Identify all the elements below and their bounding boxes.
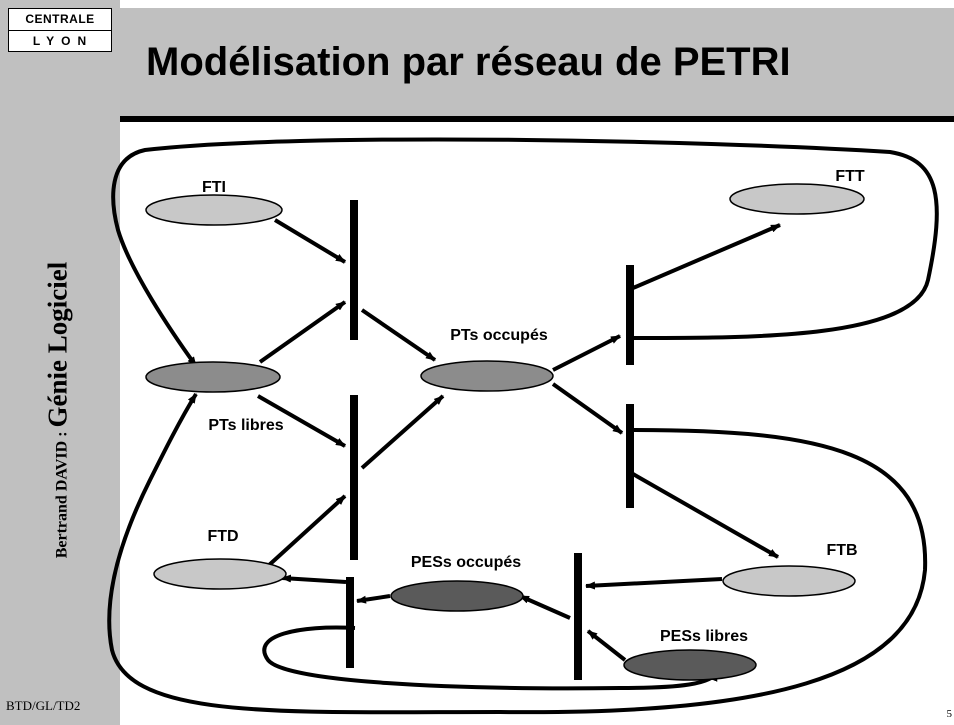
arc-ptsoccupes-t3 xyxy=(552,334,621,372)
label-pts-libres: PTs libres xyxy=(208,417,283,434)
label-pts-occupes: PTs occupés xyxy=(450,327,548,344)
arc-ptslibres-t2 xyxy=(257,394,346,448)
logo-line-1: CENTRALE xyxy=(9,9,111,31)
label-ftt: FTT xyxy=(835,168,865,185)
page-title: Modélisation par réseau de PETRI xyxy=(146,40,791,84)
arc-ptsoccupes-t4 xyxy=(551,382,624,435)
place-pess-occupes xyxy=(390,580,524,612)
title-bar xyxy=(120,8,954,122)
arc-t2-ptsoccupes xyxy=(360,394,445,470)
outer-loop-arc xyxy=(111,137,939,368)
place-ftb xyxy=(722,565,856,597)
label-ftd: FTD xyxy=(207,528,238,545)
arc-t4-ftb xyxy=(632,472,779,559)
arc-pessoccupes-t6 xyxy=(356,594,391,604)
arc-ptslibres-t1 xyxy=(258,300,347,364)
arc-t3-ftt xyxy=(632,223,781,290)
arc-ftb-t5 xyxy=(585,577,723,590)
arc-ftd-t2 xyxy=(266,494,347,568)
label-pess-occupes: PESs occupés xyxy=(411,554,521,571)
lower-loop-arc xyxy=(107,392,928,715)
place-pts-libres xyxy=(145,361,281,393)
footer-code: BTD/GL/TD2 xyxy=(6,698,81,713)
arc-fti-t1 xyxy=(273,218,347,264)
page-number: 5 xyxy=(946,708,953,720)
arc-t6-ftd xyxy=(281,574,347,584)
label-pess-libres: PESs libres xyxy=(660,628,748,645)
label-fti: FTI xyxy=(202,179,226,196)
arc-pesslibres-t5 xyxy=(586,629,627,662)
logo-line-2: LYON xyxy=(32,34,94,48)
place-fti xyxy=(145,194,283,226)
arc-t5-pessoccupes xyxy=(519,594,571,620)
arc-t1-ptsoccupes xyxy=(360,308,437,362)
place-ftt xyxy=(729,183,865,215)
place-pess-libres xyxy=(623,649,757,681)
centrale-lyon-logo: CENTRALE LYON xyxy=(8,8,112,52)
place-ftd xyxy=(153,558,287,590)
sidebar: CENTRALE LYON Bertrand DAVID : Génie Log… xyxy=(0,0,120,725)
pess-libres-loop-arc xyxy=(262,625,719,691)
place-pts-occupes xyxy=(420,360,554,392)
label-ftb: FTB xyxy=(826,542,857,559)
